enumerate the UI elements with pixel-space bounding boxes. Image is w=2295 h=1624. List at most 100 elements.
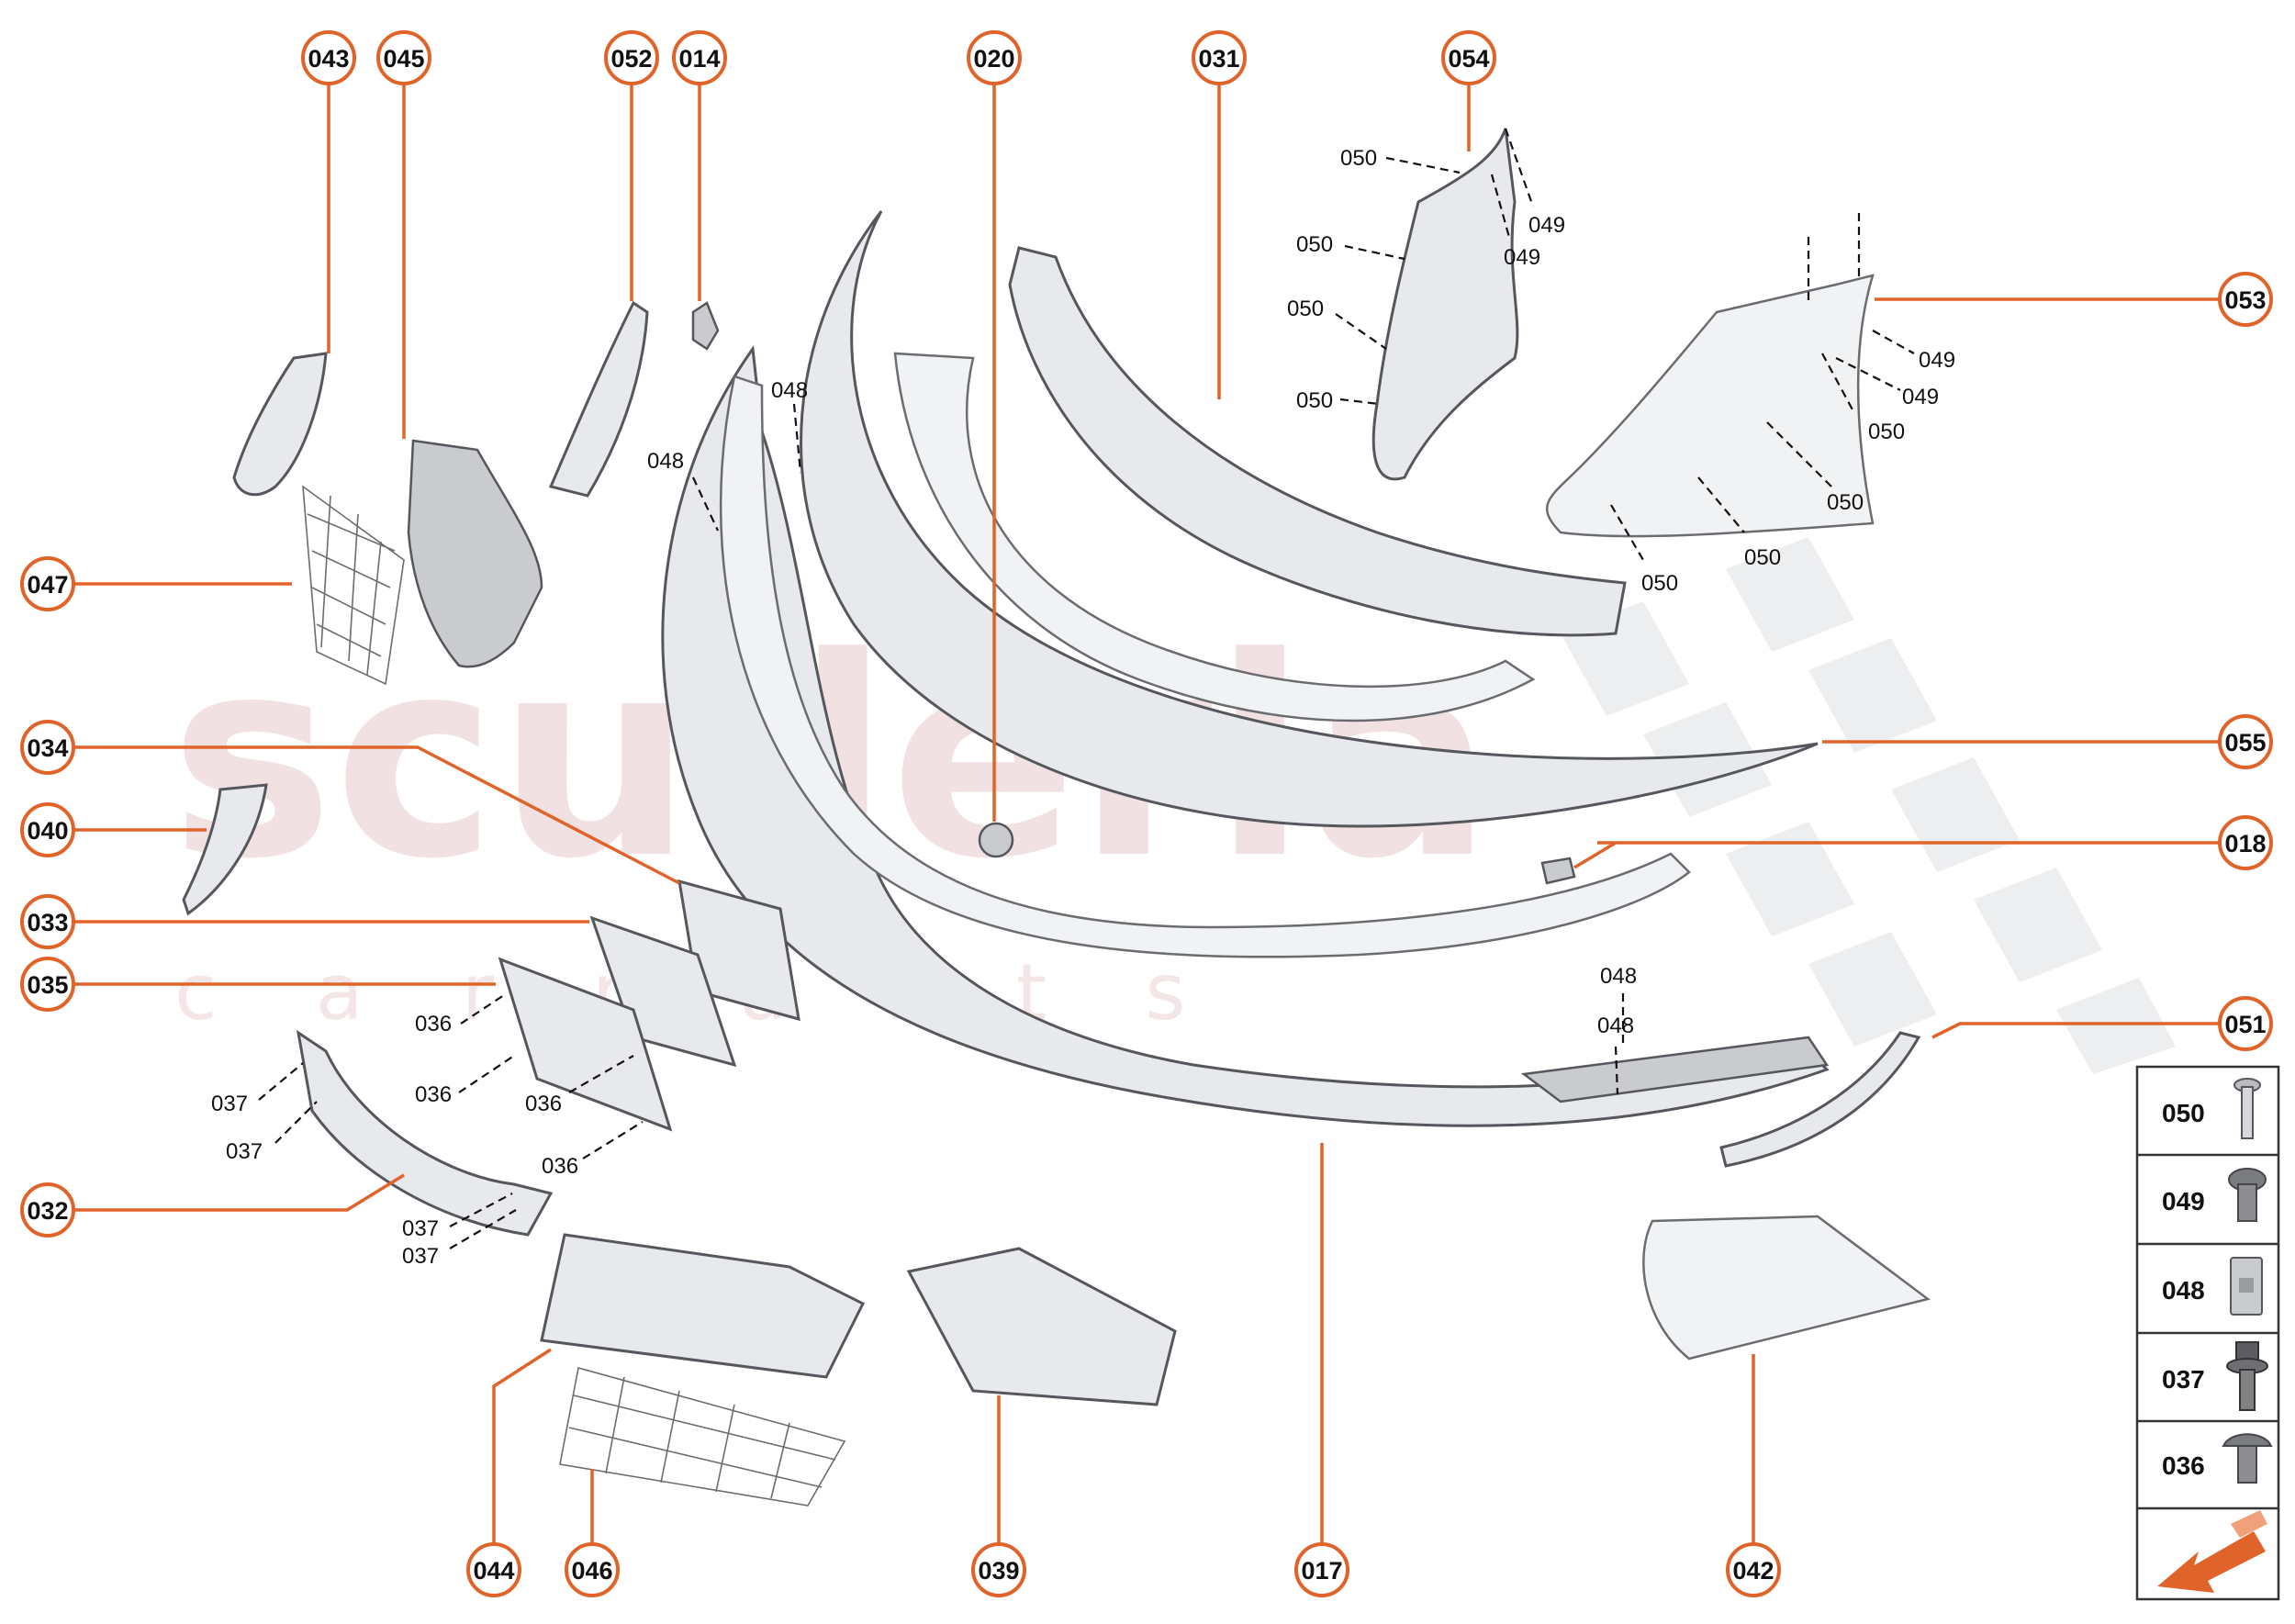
callout-label: 033 [27,909,68,936]
fastener-label: 048 [1600,964,1637,989]
callout-label: 052 [610,45,652,73]
callout-043[interactable]: 043 [301,30,356,85]
fastener-label: 036 [525,1092,562,1116]
callout-label: 055 [2224,729,2266,756]
callout-017[interactable]: 017 [1294,1542,1349,1597]
legend-item-048[interactable]: 048 [2162,1257,2263,1316]
callout-label: 053 [2224,286,2266,314]
callout-034[interactable]: 034 [20,720,75,775]
callout-033[interactable]: 033 [20,894,75,949]
callout-046[interactable]: 046 [565,1542,620,1597]
callout-label: 054 [1448,45,1489,73]
air-duct-045 [407,439,543,668]
fastener-label: 048 [1597,1014,1634,1038]
callout-040[interactable]: 040 [20,802,75,857]
clip-018 [1540,857,1576,885]
legend-item-049[interactable]: 049 [2162,1168,2267,1222]
bolt-flange-icon [2226,1341,2268,1411]
wheel-arch-trim-051 [1719,1031,1921,1168]
callout-label: 043 [308,45,349,73]
fastener-legend: 050 049 048 037 [2135,1065,2280,1601]
callout-055[interactable]: 055 [2218,714,2273,769]
fastener-label: 050 [1868,420,1905,444]
fastener-label: 050 [1296,388,1333,413]
fastener-label: 037 [402,1244,439,1269]
legend-code: 049 [2162,1187,2205,1215]
fastener-label: 036 [415,1012,452,1036]
front-direction-arrow-icon [2157,1510,2267,1593]
callout-label: 039 [978,1557,1019,1585]
callout-label: 031 [1198,45,1239,73]
fastener-label: 049 [1902,385,1939,409]
fastener-labels: 050 050 050 050 049 049 049 049 050 050 … [211,128,1955,1269]
callout-032[interactable]: 032 [20,1182,75,1238]
legend-code: 050 [2162,1099,2205,1127]
fastener-label: 049 [1504,245,1540,270]
callout-020[interactable]: 020 [967,30,1022,85]
fastener-label: 037 [226,1139,263,1164]
callout-053[interactable]: 053 [2218,272,2273,327]
callouts: 043 045 052 014 020 031 [20,30,2273,1597]
fastener-label: 050 [1340,146,1377,171]
callout-label: 032 [27,1197,68,1225]
fastener-label: 050 [1744,545,1781,570]
trim-strip-052 [548,300,649,498]
callout-047[interactable]: 047 [20,556,75,611]
callout-014[interactable]: 014 [672,30,727,85]
fastener-label: 048 [647,449,684,474]
callout-052[interactable]: 052 [604,30,659,85]
bumper-frame-055 [800,210,1819,828]
callout-label: 017 [1301,1557,1342,1585]
undertray-039 [906,1247,1177,1406]
callout-054[interactable]: 054 [1441,30,1496,85]
callout-label: 018 [2224,830,2266,857]
parts [182,128,1931,1506]
plate-bracket-033 [589,915,737,1068]
callout-044[interactable]: 044 [466,1542,521,1597]
screw-round-head-icon [2228,1168,2267,1222]
callout-045[interactable]: 045 [376,30,431,85]
legend-code: 036 [2162,1451,2205,1480]
mesh-046 [559,1366,846,1506]
lower-air-duct-044 [540,1233,866,1379]
callout-035[interactable]: 035 [20,957,75,1012]
fastener-label: 050 [1641,571,1678,596]
clip-nut-icon [2230,1257,2263,1316]
fastener-label: 037 [402,1216,439,1241]
callout-label: 035 [27,971,68,999]
callout-039[interactable]: 039 [971,1542,1026,1597]
mesh-047 [302,485,405,686]
clip-014 [691,301,720,351]
callout-label: 044 [473,1557,514,1585]
screw-pan-head-icon [2233,1078,2261,1139]
legend-item-050[interactable]: 050 [2162,1078,2261,1139]
lower-bracket-032 [296,1029,554,1237]
fastener-label: 050 [1296,232,1333,257]
legend-code: 048 [2162,1276,2205,1305]
callout-042[interactable]: 042 [1726,1542,1781,1597]
fastener-label: 037 [211,1092,248,1116]
callout-018[interactable]: 018 [2218,815,2273,870]
front-bumper-017 [661,344,1830,1127]
callout-label: 040 [27,817,68,845]
callout-051[interactable]: 051 [2218,996,2273,1051]
bumper-frame-upper-section [893,352,1536,722]
fastener-label: 036 [542,1154,578,1179]
callout-label: 034 [27,734,68,762]
bracket-040 [182,783,268,916]
grille-cover-043 [232,352,328,497]
legend-item-036[interactable]: 036 [2162,1433,2273,1484]
clip-020 [978,822,1014,858]
callout-label: 020 [973,45,1014,73]
side-undertray-042 [1642,1215,1931,1361]
callout-031[interactable]: 031 [1192,30,1247,85]
legend-item-037[interactable]: 037 [2162,1341,2268,1411]
fastener-label: 048 [771,378,808,403]
fastener-label: 036 [415,1082,452,1107]
fastener-label: 050 [1287,297,1324,321]
callout-label: 045 [383,45,424,73]
callout-label: 051 [2224,1011,2266,1038]
screw-truss-head-icon [2222,1433,2273,1484]
side-deflector-054 [1371,128,1519,481]
